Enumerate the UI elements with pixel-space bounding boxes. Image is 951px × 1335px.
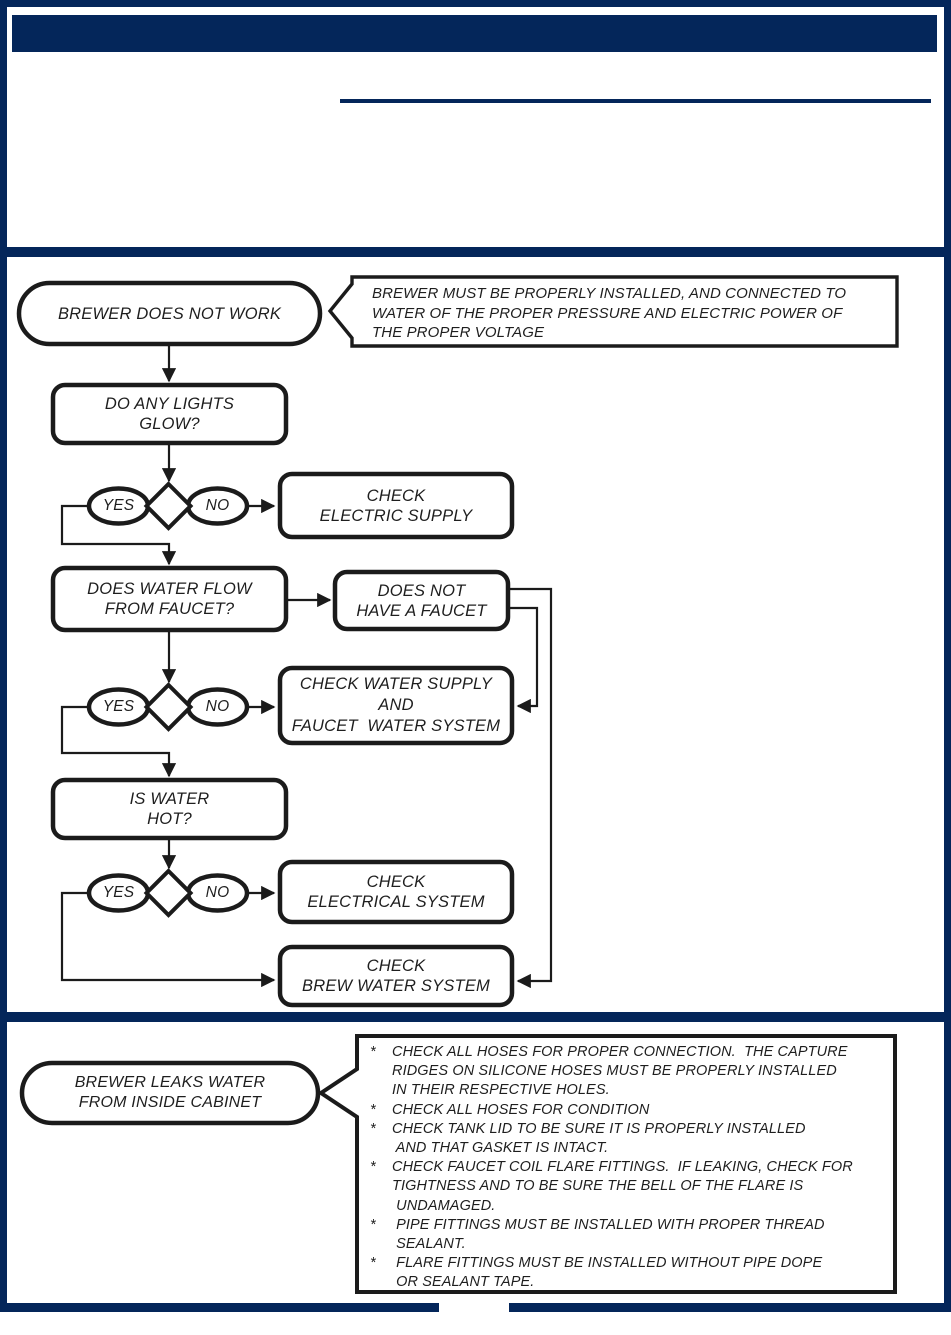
- decision-diamond-1: [143, 481, 194, 531]
- install-note-text: BREWER MUST BE PROPERLY INSTALLED, AND C…: [372, 285, 847, 341]
- checklist-line: *CHECK FAUCET COIL FLARE FITTINGS. IF LE…: [370, 1159, 853, 1176]
- checklist-line: *CHECK ALL HOSES FOR CONDITION: [370, 1101, 650, 1118]
- process-check-electric-supply: [277, 471, 515, 540]
- label-no-3: NO: [205, 884, 230, 901]
- section-divider-1: [0, 247, 951, 257]
- callout-leak-checklist: [317, 1034, 897, 1294]
- checklist-line: TIGHTNESS AND TO BE SURE THE BELL OF THE…: [392, 1178, 804, 1195]
- label-yes-1: YES: [102, 497, 135, 514]
- page-border-bottom-left: [0, 1303, 439, 1312]
- checklist-line: *CHECK ALL HOSES FOR PROPER CONNECTION. …: [370, 1044, 848, 1060]
- connector-yes1-to-flow: [60, 504, 177, 566]
- label-yes-2: YES: [102, 698, 135, 715]
- header-title-bar: [12, 15, 937, 52]
- checklist-line: SEALANT.: [392, 1236, 466, 1253]
- connector-yes3-to-brew: [60, 891, 276, 988]
- process-do-any-lights-glow: [50, 382, 289, 446]
- checklist-line: * PIPE FITTINGS MUST BE INSTALLED WITH P…: [370, 1216, 825, 1233]
- process-does-water-flow: [50, 565, 289, 633]
- checklist-line: AND THAT GASKET IS INTACT.: [392, 1140, 609, 1157]
- checklist-line: * FLARE FITTINGS MUST BE INSTALLED WITHO…: [370, 1255, 823, 1272]
- checklist-line: OR SEALANT TAPE.: [392, 1274, 535, 1291]
- header-underline: [340, 99, 931, 103]
- connector-nofaucet-to-brew: [508, 587, 553, 989]
- decision-diamond-3: [143, 868, 194, 918]
- process-check-electrical-system: [277, 859, 515, 925]
- page-border-bottom-right: [509, 1303, 951, 1312]
- checklist-line: IN THEIR RESPECTIVE HOLES.: [392, 1082, 610, 1099]
- terminator-brewer-does-not-work: [16, 280, 323, 347]
- process-check-brew-water-system: [277, 944, 515, 1008]
- label-no-1: NO: [205, 497, 230, 514]
- connector-yes2-to-hot: [60, 705, 177, 778]
- label-brewer-does-not-work: BREWER DOES NOT WORK: [57, 304, 282, 323]
- checklist-line: *CHECK TANK LID TO BE SURE IT IS PROPERL…: [370, 1120, 806, 1137]
- process-check-water-supply: [277, 665, 515, 746]
- label-yes-3: YES: [102, 884, 135, 901]
- section-divider-2: [0, 1012, 951, 1022]
- process-does-not-have-faucet: [332, 569, 511, 632]
- label-no-2: NO: [205, 698, 230, 715]
- process-is-water-hot: [50, 777, 289, 841]
- page-border-top: [0, 0, 951, 7]
- page-border-right: [944, 0, 951, 1312]
- callout-install-note: [327, 275, 899, 348]
- decision-diamond-2: [143, 682, 194, 732]
- leak-checklist-text: *CHECK ALL HOSES FOR PROPER CONNECTION. …: [357, 1043, 889, 1293]
- page-border-left: [0, 0, 7, 1312]
- connector-nofaucet-to-watersupply: [508, 606, 539, 714]
- checklist-line: UNDAMAGED.: [392, 1197, 496, 1214]
- checklist-line: RIDGES ON SILICONE HOSES MUST BE PROPERL…: [392, 1063, 837, 1080]
